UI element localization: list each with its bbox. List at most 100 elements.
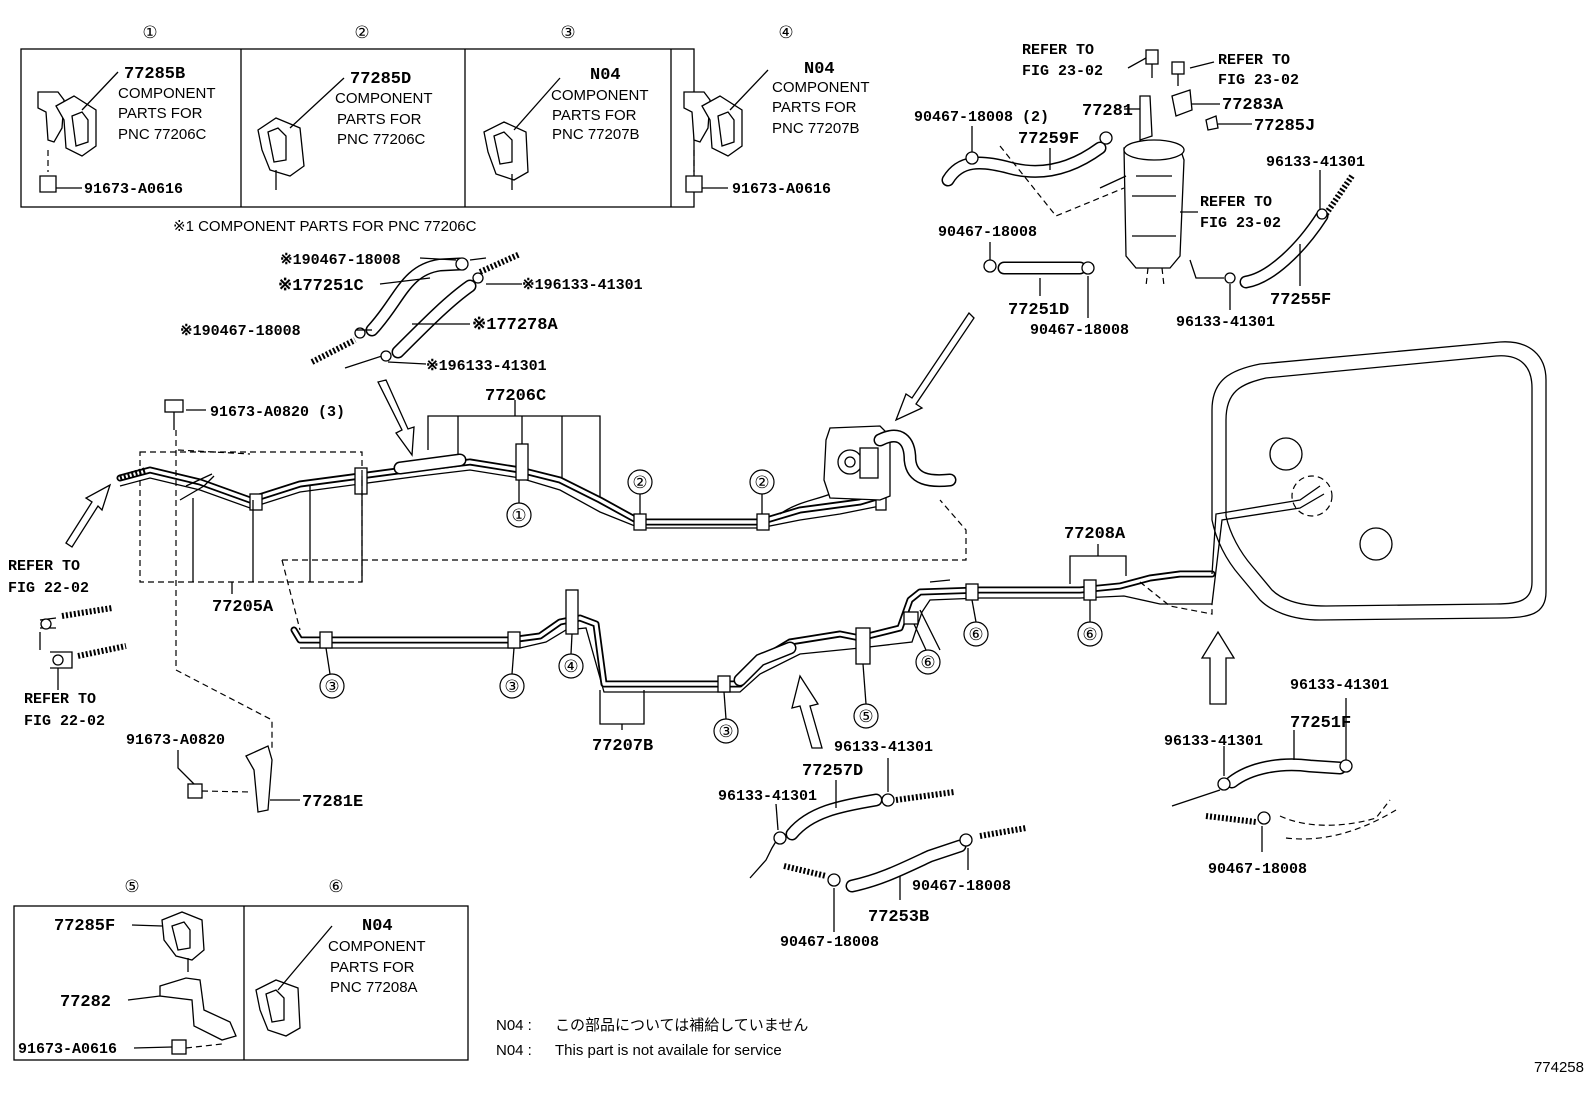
label-l-s1-96133b: ※196133-41301 — [426, 358, 547, 375]
diagram-line — [729, 69, 769, 111]
diagram-path — [1139, 95, 1153, 141]
label-1: ② — [632, 473, 647, 492]
diagram-rect — [507, 631, 521, 649]
label-1: PARTS FOR — [552, 107, 637, 124]
diagram-polyline — [175, 430, 273, 748]
diagram-path — [1211, 485, 1321, 575]
label-5: ④ — [563, 657, 578, 676]
diagram-circle — [40, 618, 52, 630]
label-0: COMPONENT — [335, 90, 433, 107]
diagram-path — [245, 745, 273, 813]
diagram-rect — [1083, 579, 1097, 601]
diagram-line — [133, 1046, 173, 1049]
component-note: ※1 COMPONENT PARTS FOR PNC 77206C — [173, 218, 477, 235]
diagram-line — [1127, 57, 1147, 69]
diagram-path — [1123, 147, 1185, 269]
diagram-rect — [565, 589, 579, 635]
label-l-96133-bc1: 96133-41301 — [834, 739, 933, 756]
label-l-s1-90467b: ※190467-18008 — [180, 323, 301, 340]
diagram-circle — [1099, 131, 1113, 145]
diagram-path — [875, 431, 955, 486]
label-l-90467-bc2: 90467-18008 — [780, 934, 879, 951]
diagram-line — [379, 277, 431, 285]
bracket-77205A — [139, 451, 363, 594]
diagram-circle — [319, 673, 345, 699]
label-l-77257d: 77257D — [802, 762, 863, 781]
diagram-line — [185, 1043, 223, 1049]
diagram-path — [77, 643, 127, 659]
diagram-circle — [983, 259, 997, 273]
diagram-path — [478, 251, 522, 275]
diagram-path — [919, 609, 941, 651]
label-l-77285j: 77285J — [1254, 117, 1315, 136]
diagram-circle — [455, 257, 469, 271]
label-l-refer-2302a-2: FIG 23-02 — [1022, 63, 1103, 80]
diagram-rect — [633, 513, 647, 531]
diagram-circle — [1339, 759, 1353, 773]
diagram-path — [310, 337, 357, 365]
label-l-77251d: 77251D — [1008, 301, 1069, 320]
label-2: PNC 77207B — [552, 126, 640, 143]
diagram-path — [1211, 341, 1547, 621]
diagram-polyline — [177, 449, 251, 455]
label-bolt: 91673-A0616 — [732, 181, 831, 198]
diagram-circle — [1291, 475, 1333, 517]
lower-fuel-pipes — [290, 570, 1216, 693]
clamp-2-illustration — [257, 117, 305, 190]
diagram-rect — [13, 905, 469, 1061]
diagram-line — [723, 691, 727, 720]
diagram-path — [1171, 89, 1193, 117]
label-4: ③ — [504, 677, 519, 696]
label-l-refer-2302a-1: REFER TO — [1022, 42, 1094, 59]
label-2: PNC 77207B — [772, 120, 860, 137]
diagram-rect — [171, 1039, 187, 1055]
diagram-circle — [1217, 777, 1231, 791]
label-1: PARTS FOR — [772, 99, 857, 116]
label-l-90467-2: 90467-18008 (2) — [914, 109, 1049, 126]
diagram-path — [1323, 174, 1355, 216]
label-0: 77285F — [54, 917, 115, 936]
diagram-line — [971, 599, 977, 623]
diagram-circle — [1359, 527, 1393, 561]
callout-1: ① — [511, 506, 526, 525]
label-1: PARTS FOR — [330, 959, 415, 976]
diagram-path — [1279, 799, 1391, 826]
diagram-line — [289, 77, 345, 129]
diagram-rect — [319, 631, 333, 649]
diagram-circle — [827, 873, 841, 887]
diagram-circle — [1081, 261, 1095, 275]
bracket-77281E — [187, 745, 273, 813]
label-3: ③ — [324, 677, 339, 696]
diagram-rect — [903, 611, 919, 625]
diagram-ellipse — [1123, 139, 1185, 161]
diagram-line — [387, 361, 427, 365]
label-2: PNC 77206C — [337, 131, 426, 148]
diagram-path — [1145, 267, 1165, 287]
label-1: PARTS FOR — [118, 105, 203, 122]
filter-assembly-main — [823, 425, 957, 501]
diagram-path — [265, 989, 285, 1023]
diagram-path — [929, 579, 951, 583]
diagram-rect — [756, 513, 770, 531]
diagram-circle — [1257, 811, 1271, 825]
diagram-rect — [1171, 61, 1185, 75]
label-num: ⑤ — [124, 877, 139, 896]
diagram-path — [119, 467, 147, 481]
diagram-path — [50, 651, 73, 669]
diagram-line — [511, 647, 515, 675]
diagram-line — [127, 995, 161, 1001]
diagram-path — [300, 595, 1212, 693]
diagram-path — [1205, 813, 1257, 825]
filter-detail — [941, 49, 1355, 289]
label-2: PNC 77206C — [118, 126, 207, 143]
diagram-rect — [354, 467, 368, 495]
diagram-path — [1227, 759, 1345, 787]
diagram-rect — [1145, 49, 1159, 65]
diagram-path — [1099, 175, 1127, 189]
label-2: PNC 77208A — [330, 979, 418, 996]
diagram-circle — [881, 793, 895, 807]
label-l-refer-2202a-2: FIG 22-02 — [8, 580, 89, 597]
diagram-rect — [515, 443, 529, 481]
diagram-path — [367, 259, 465, 335]
